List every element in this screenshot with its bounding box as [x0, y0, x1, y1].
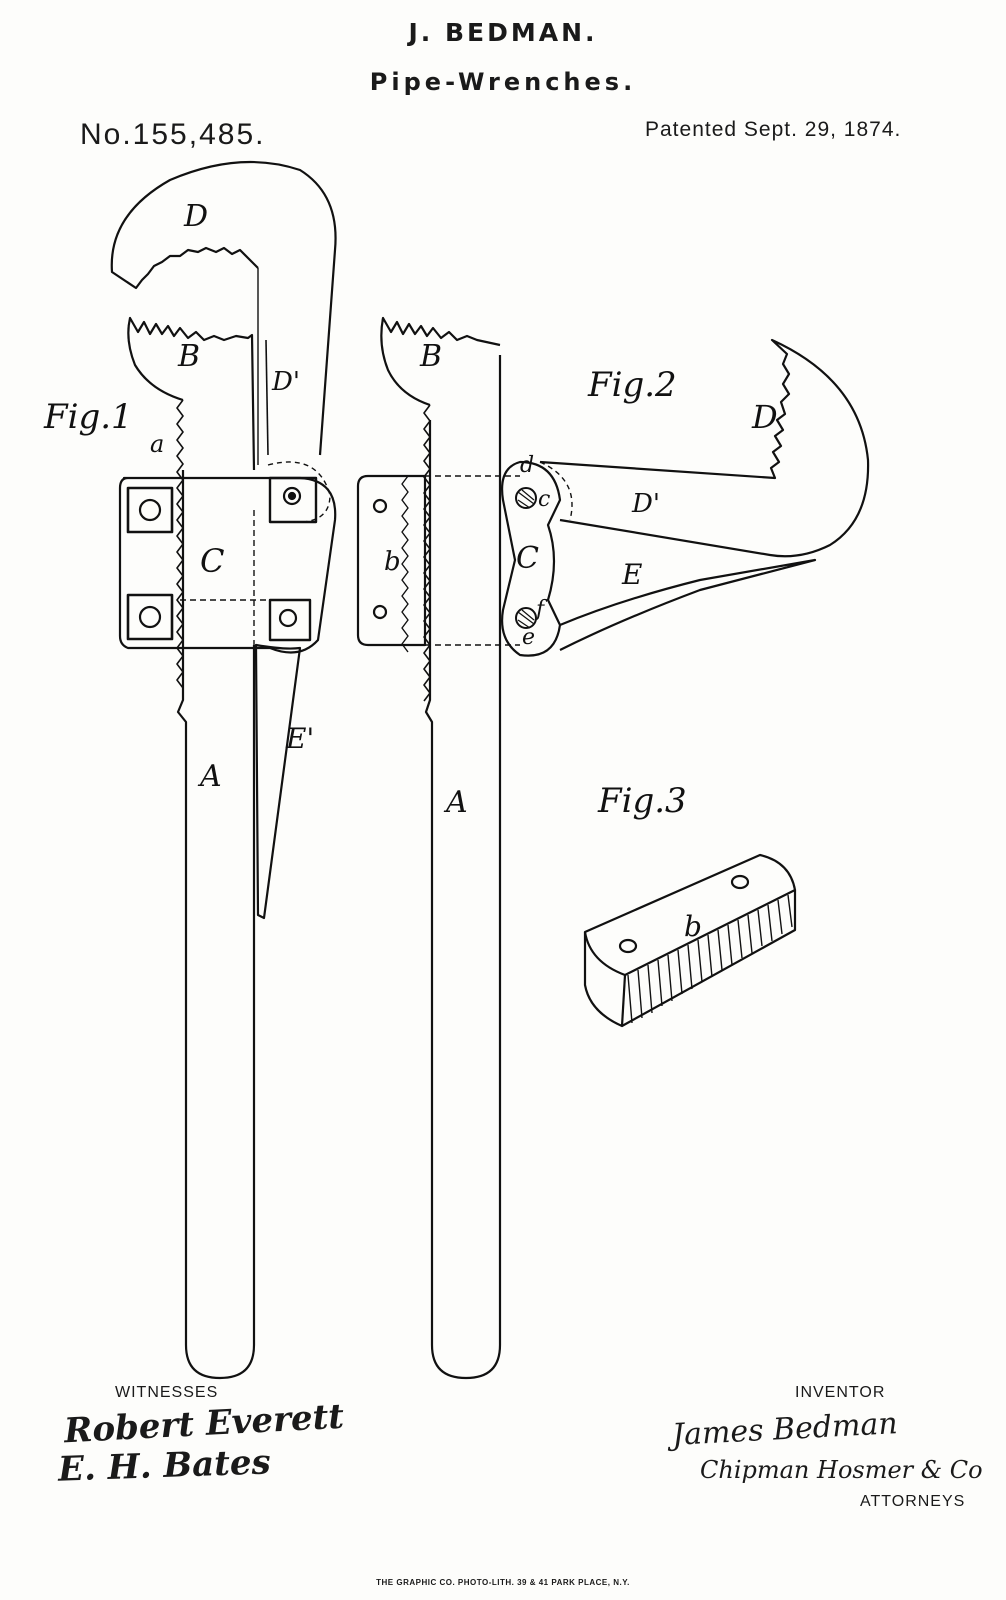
patent-title: Pipe-Wrenches.: [369, 68, 637, 96]
fig1-handle: [176, 470, 256, 1380]
witnesses-label: WITNESSES: [115, 1384, 219, 1401]
fig1-label-A: A: [197, 759, 222, 794]
fig1-rack-teeth: [176, 399, 184, 689]
inventor-name-heading: J. BEDMAN.: [408, 18, 598, 47]
fig1-label-D: D: [183, 199, 208, 234]
fig2-link-plate: [501, 460, 562, 657]
fig1-lower-jaw: [127, 316, 256, 471]
fig1-drawing: D B D' a C E' A Fig.1: [43, 160, 337, 1380]
fig1-title: Fig.1: [43, 397, 133, 437]
fig1-label-B: B: [177, 339, 200, 374]
fig3-title: Fig.3: [597, 781, 687, 821]
fig1-label-a: a: [150, 430, 164, 458]
fig2-rack-teeth: [423, 404, 431, 702]
fig2-label-e: e: [522, 625, 535, 650]
fig2-label-d: d: [520, 453, 534, 478]
fig2-lower-jaw: [380, 316, 501, 407]
printer-credit: THE GRAPHIC CO. PHOTO-LITH. 39 & 41 PARK…: [376, 1578, 630, 1587]
fig2-label-D: D: [751, 398, 778, 436]
fig1-label-E: E': [285, 722, 314, 755]
patent-number: No.155,485.: [80, 118, 266, 151]
fig2-lever: [559, 558, 817, 651]
patent-date: Patented Sept. 29, 1874.: [645, 118, 902, 141]
fig1-label-C: C: [200, 542, 224, 580]
inventor-label: INVENTOR: [795, 1384, 886, 1401]
fig1-arm-d-prime: [265, 339, 269, 456]
fig2-drawing: B D D' E C b d c f e A Fig.2: [356, 316, 870, 1380]
fig2-arm-and-hook: [539, 338, 870, 558]
fig1-hook-jaw: [110, 160, 337, 456]
fig3-drawing: b Fig.3: [583, 781, 797, 1028]
fig3-teeth: [627, 894, 793, 1024]
fig1-label-D-prime: D': [271, 367, 300, 397]
witness-signature-2: E. H. Bates: [57, 1442, 272, 1490]
fig2-label-E: E: [621, 558, 642, 591]
fig2-label-c: c: [538, 487, 550, 512]
fig2-label-A: A: [443, 785, 468, 820]
fig2-label-f: f: [534, 597, 548, 622]
fig2-handle: [424, 355, 502, 1380]
fig3-label-b: b: [684, 910, 702, 943]
fig2-label-D-prime: D': [631, 489, 660, 519]
fig2-title: Fig.2: [587, 365, 677, 405]
fig1-lever: [254, 643, 302, 920]
fig2-label-C: C: [516, 541, 539, 576]
fig2-label-b: b: [384, 547, 401, 577]
fig2-collar: [356, 474, 427, 647]
attorneys-signature: Chipman Hosmer & Co: [700, 1456, 983, 1484]
attorneys-label: ATTORNEYS: [860, 1493, 966, 1510]
fig2-label-B: B: [419, 339, 442, 374]
fig3-block-top: [583, 853, 797, 977]
